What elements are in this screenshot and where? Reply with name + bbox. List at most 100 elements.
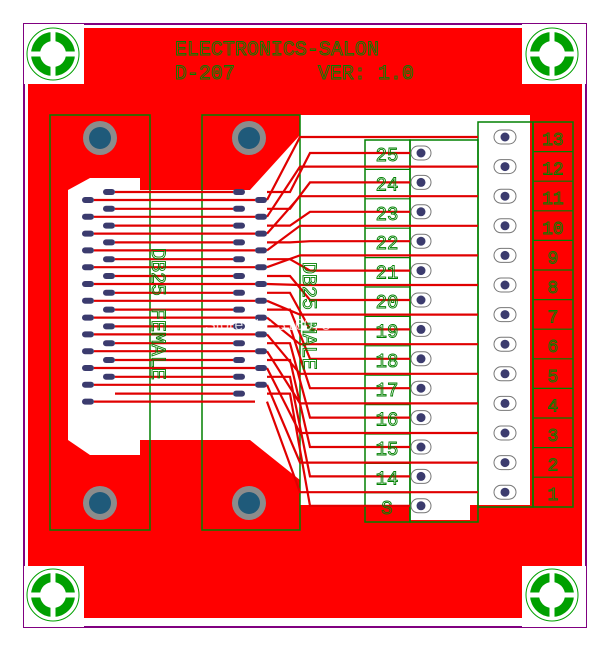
trace: [266, 224, 478, 252]
terminal-right-pad-hole: [500, 250, 510, 260]
trace: [267, 308, 410, 360]
terminal-label-right: 9: [548, 249, 559, 269]
terminal-label-right: 1: [548, 486, 559, 506]
female-pin-pad: [103, 239, 115, 246]
female-pin-pad: [82, 365, 94, 371]
female-pin-pad: [103, 323, 115, 330]
male-pin-pad: [233, 205, 245, 212]
male-pin-pad: [233, 189, 245, 195]
female-pin-pad: [103, 306, 115, 313]
female-pin-pad: [103, 256, 115, 263]
terminal-right-pad-hole: [500, 398, 510, 408]
terminal-left-pad-hole: [416, 266, 426, 276]
trace: [267, 291, 410, 331]
female-pin-pad: [82, 381, 94, 388]
female-pin-pad: [82, 331, 94, 338]
terminal-right-pad-hole: [500, 428, 510, 438]
male-pin-pad: [233, 373, 245, 380]
terminal-right-pad-hole: [500, 339, 510, 349]
female-pin-pad: [82, 348, 94, 355]
male-pin-pad: [255, 348, 267, 355]
terminal-label-left: 24: [376, 174, 399, 196]
trace: [266, 367, 478, 435]
right-number-column-outline: [532, 121, 574, 508]
corner-mount-hole: [525, 27, 579, 81]
male-pin-pad: [255, 264, 267, 271]
male-pin-pad: [255, 247, 267, 254]
female-connector-outline: [49, 114, 151, 531]
male-pin-pad: [255, 197, 267, 203]
terminal-right-pad-hole: [500, 458, 510, 468]
terminal-left-pad-hole: [416, 354, 426, 364]
mount-hole-top-left: [83, 121, 117, 155]
terminal-label-right: 10: [542, 220, 564, 240]
terminal-label-right: 8: [548, 279, 559, 299]
male-connector-outline: [201, 114, 301, 531]
terminal-right-pad-hole: [500, 369, 510, 379]
corner-mount-hole: [525, 568, 579, 622]
terminal-left-pad-hole: [416, 295, 426, 305]
female-pin-pad: [82, 230, 94, 237]
male-pin-pad: [255, 365, 267, 371]
male-pin-pad: [255, 213, 267, 220]
terminal-label-right: 4: [548, 397, 559, 417]
terminal-left-pad-hole: [416, 501, 426, 511]
trace: [267, 325, 410, 390]
terminal-label-left: 14: [376, 468, 399, 490]
female-pin-pad: [82, 281, 94, 287]
female-pin-pad: [103, 273, 115, 279]
terminal-label-left: 20: [376, 292, 399, 314]
terminal-label-right: 7: [548, 309, 559, 329]
terminal-left-pad-hole: [416, 383, 426, 393]
terminal-label-right: 5: [548, 368, 559, 388]
male-pin-pad: [255, 381, 267, 388]
male-pin-pad: [233, 340, 245, 347]
terminal-label-right: 6: [548, 338, 559, 358]
female-pin-pad: [82, 197, 94, 203]
male-pin-pad: [255, 230, 267, 237]
female-pin-pad: [103, 357, 115, 363]
female-connector-label: DB25 FEMALE: [145, 248, 168, 380]
terminal-label-right: 11: [542, 190, 564, 210]
female-pin-pad: [103, 340, 115, 347]
trace: [266, 254, 478, 269]
female-pin-pad: [82, 398, 94, 405]
female-pin-pad: [82, 264, 94, 271]
mount-hole-bottom-left: [83, 486, 117, 520]
title-line-2-right: VER: 1.0: [318, 63, 414, 86]
male-pin-pad: [233, 289, 245, 296]
terminal-right-pad-hole: [500, 310, 510, 320]
male-pin-pad: [255, 331, 267, 338]
terminal-left-pad-hole: [416, 324, 426, 334]
male-pin-pad: [255, 281, 267, 287]
terminal-label-left: 25: [376, 145, 399, 167]
terminal-left-pad-hole: [416, 236, 426, 246]
terminal-label-left: 18: [376, 351, 399, 373]
trace: [267, 358, 410, 449]
terminal-label-right: 13: [542, 131, 564, 151]
female-pin-pad: [103, 205, 115, 212]
female-pin-pad: [103, 289, 115, 296]
terminal-label-right: 12: [542, 161, 564, 181]
terminal-right-pad-hole: [500, 221, 510, 231]
mount-hole-bottom-right: [232, 486, 266, 520]
terminal-left-pad-hole: [416, 207, 426, 217]
female-pin-pad: [103, 189, 115, 195]
trace: [266, 195, 478, 235]
title-line-2-left: D-207: [175, 63, 235, 86]
trace: [266, 333, 478, 375]
terminal-label-left: 17: [376, 380, 399, 402]
female-pin-pad: [82, 297, 94, 304]
terminal-right-pad-hole: [500, 162, 510, 172]
female-pin-pad: [82, 247, 94, 254]
trace: [267, 375, 410, 478]
trace: [267, 210, 410, 227]
trace: [265, 384, 478, 464]
trace: [267, 392, 410, 507]
male-pin-pad: [233, 273, 245, 279]
trace: [266, 135, 478, 201]
male-pin-pad: [233, 390, 245, 397]
trace: [266, 282, 478, 287]
terminal-left-pad-hole: [416, 413, 426, 423]
terminal-right-pad-hole: [500, 280, 510, 290]
